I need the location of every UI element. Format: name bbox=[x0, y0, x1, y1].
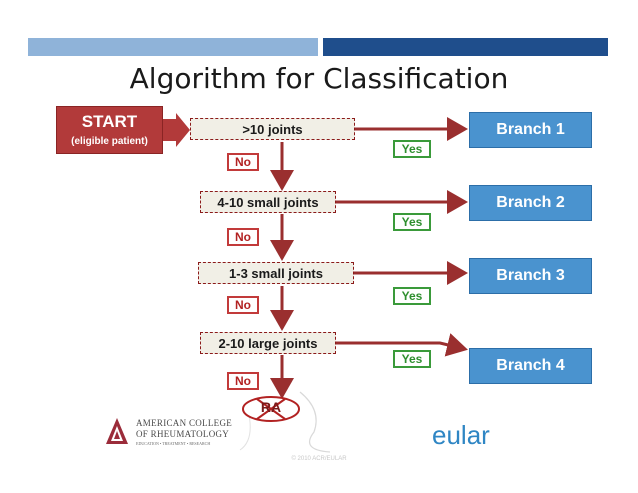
copyright: © 2010 ACR/EULAR bbox=[291, 456, 347, 462]
ra-crossed-oval bbox=[242, 396, 300, 422]
branch-box-3: Branch 3 bbox=[469, 258, 592, 294]
criterion-box-4: 2-10 large joints bbox=[200, 332, 336, 354]
yes-label-2: Yes bbox=[393, 213, 431, 231]
no-label-2: No bbox=[227, 228, 259, 246]
branch-box-1: Branch 1 bbox=[469, 112, 592, 148]
acr-logo: AMERICAN COLLEGE OF RHEUMATOLOGY EDUCATI… bbox=[104, 416, 244, 450]
yes-label-1: Yes bbox=[393, 140, 431, 158]
acr-emblem-icon bbox=[106, 418, 128, 444]
header-bar-light bbox=[28, 38, 318, 56]
start-label: START bbox=[81, 112, 138, 131]
no-label-1: No bbox=[227, 153, 259, 171]
decor-swoosh bbox=[299, 391, 331, 453]
header-bar-dark bbox=[323, 38, 608, 56]
yes-label-4: Yes bbox=[393, 350, 431, 368]
no-label-4: No bbox=[227, 372, 259, 390]
criterion-box-2: 4-10 small joints bbox=[200, 191, 336, 213]
branch-box-2: Branch 2 bbox=[469, 185, 592, 221]
eular-logo: eular bbox=[432, 420, 490, 450]
start-arrow bbox=[163, 113, 190, 147]
start-box: START (eligible patient) bbox=[56, 106, 163, 154]
criterion-box-1: >10 joints bbox=[190, 118, 355, 140]
ra-label: RA bbox=[260, 399, 282, 415]
acr-line-1: AMERICAN COLLEGE bbox=[136, 418, 233, 428]
acr-line-3: EDUCATION • TREATMENT • RESEARCH bbox=[136, 441, 211, 446]
yes-label-3: Yes bbox=[393, 287, 431, 305]
yes-arrow-4 bbox=[336, 333, 468, 357]
header-bar bbox=[28, 38, 608, 56]
criterion-box-3: 1-3 small joints bbox=[198, 262, 354, 284]
no-label-3: No bbox=[227, 296, 259, 314]
start-sublabel: (eligible patient) bbox=[71, 136, 148, 147]
slide-title: Algorithm for Classification bbox=[129, 62, 509, 95]
branch-box-4: Branch 4 bbox=[469, 348, 592, 384]
acr-line-2: OF RHEUMATOLOGY bbox=[136, 429, 230, 439]
